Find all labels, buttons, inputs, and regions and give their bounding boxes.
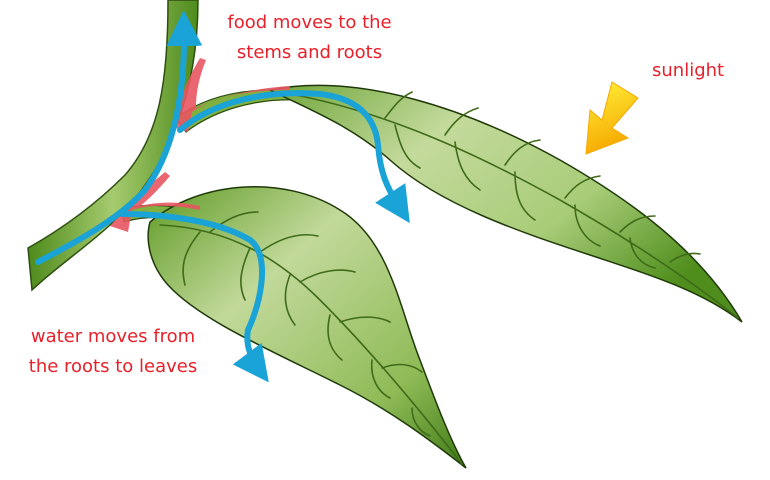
- lower-leaf: [147, 186, 467, 469]
- water-arrow-lower-leaf: [119, 211, 269, 383]
- lower-leaf-veins: [159, 211, 463, 465]
- water-label-line2: the roots to leaves: [28, 356, 198, 377]
- food-label-line2: stems and roots: [236, 42, 383, 63]
- sunlight-label: sunlight: [652, 60, 725, 81]
- water-label-line1: water moves from: [30, 326, 196, 347]
- upper-leaf: [267, 84, 743, 323]
- food-arrow-upper: [176, 58, 290, 132]
- food-flow-arrows: [110, 58, 290, 232]
- water-arrow-main-stem: [35, 10, 203, 265]
- food-label-line1: food moves to the: [227, 12, 392, 33]
- water-arrow-upper-leaf: [177, 90, 410, 224]
- water-transport-label: water moves from the roots to leaves: [18, 322, 208, 382]
- food-transport-label: food moves to the stems and roots: [222, 8, 397, 68]
- food-arrow-lower: [110, 172, 200, 232]
- sunlight-arrow-icon: [585, 81, 639, 155]
- water-flow-arrows: [35, 10, 410, 383]
